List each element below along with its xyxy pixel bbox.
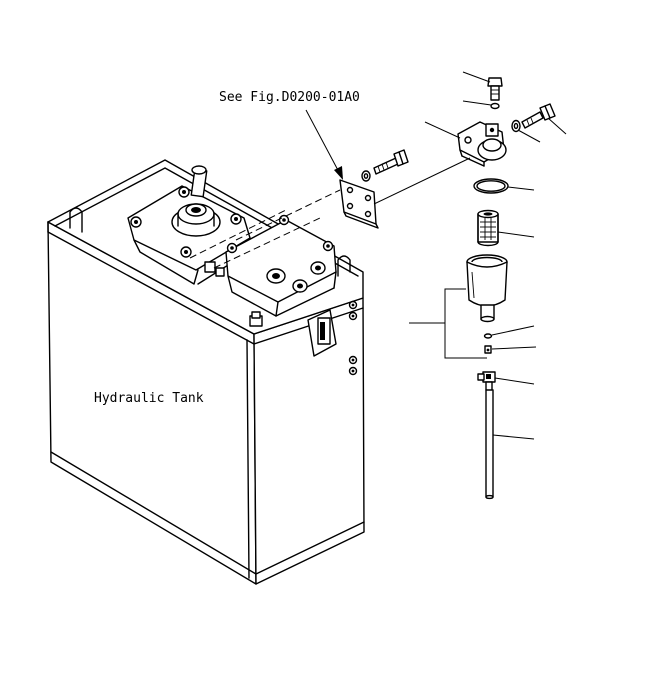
plate-washer [361,170,371,182]
top-cover [127,165,253,285]
elbow-fitting [477,371,496,391]
filter-bowl [466,254,508,323]
top-bolt [487,77,503,101]
reference-label: See Fig.D0200-01A0 [219,90,360,105]
filter-element [477,209,499,247]
filter-bracket [457,121,507,167]
plate-bolt [373,149,409,175]
filter-head-body [204,214,337,317]
bowl-group-leader [409,288,487,359]
tank-label: Hydraulic Tank [94,391,204,406]
side-bracket [307,309,337,357]
small-washer [490,102,500,110]
drain-plug [484,345,492,354]
drain-tube [485,389,494,500]
mounting-plate [339,179,379,229]
side-washer [511,119,521,133]
drain-o-ring [483,333,493,339]
o-ring [473,178,509,194]
side-bolts [348,300,358,376]
side-bolt [521,103,556,129]
reference-arrow [305,109,343,180]
